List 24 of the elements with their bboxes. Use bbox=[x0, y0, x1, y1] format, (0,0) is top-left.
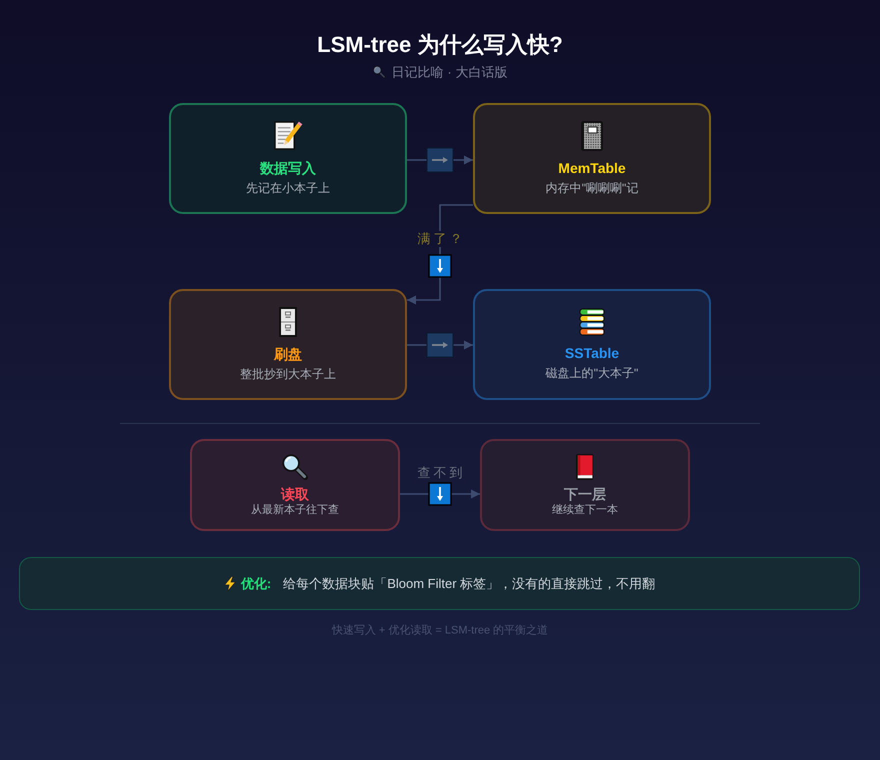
step-card bbox=[190, 439, 400, 531]
card-description: 先记在小本子上 bbox=[246, 180, 330, 196]
card-title: 下一层 bbox=[564, 486, 606, 502]
step-card bbox=[473, 289, 711, 400]
step-card bbox=[169, 289, 407, 400]
card-title: SSTable bbox=[564, 344, 620, 362]
tip-banner bbox=[19, 557, 860, 610]
step-card bbox=[473, 103, 711, 214]
tip-text: 给每个数据块贴「Bloom Filter 标签」，没有的直接跳过，不用翻 bbox=[283, 576, 656, 592]
diagram-title: LSM-tree 为什么写入快? bbox=[317, 31, 563, 59]
step-card bbox=[169, 103, 407, 214]
subtitle: 日记比喻 · 大白话版 bbox=[392, 64, 508, 80]
card-description: 磁盘上的"大本子" bbox=[546, 365, 638, 381]
card-title: MemTable bbox=[558, 159, 626, 177]
tip-heading: 优化: bbox=[240, 576, 272, 592]
card-description: 内存中"唰唰唰"记 bbox=[546, 180, 638, 196]
card-title: 读取 bbox=[281, 486, 309, 502]
card-title: 刷盘 bbox=[274, 345, 302, 363]
arrow bbox=[400, 490, 480, 498]
card-description: 继续查下一本 bbox=[552, 502, 618, 516]
card-description: 从最新本子往下查 bbox=[251, 502, 339, 516]
card-title: 数据写入 bbox=[260, 159, 316, 177]
card-description: 整批抄到大本子上 bbox=[240, 366, 336, 382]
step-card bbox=[480, 439, 690, 531]
